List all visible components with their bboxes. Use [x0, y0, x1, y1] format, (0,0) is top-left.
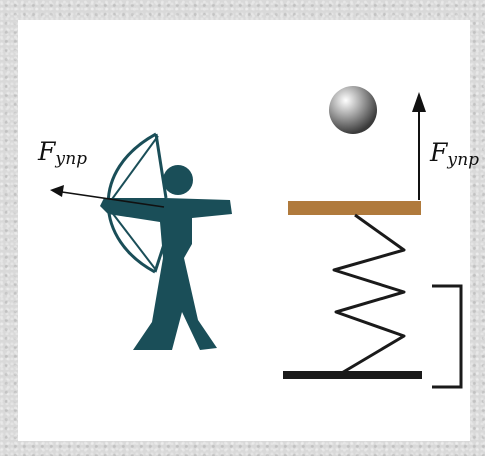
left-force-symbol: F	[38, 137, 55, 166]
left-force-subscript: упр	[55, 149, 87, 169]
spring-coil	[334, 215, 404, 374]
left-force-label: Fупр	[38, 139, 87, 164]
right-force-label: Fупр	[430, 140, 479, 165]
wooden-board	[288, 201, 421, 215]
right-force-arrow	[412, 92, 426, 200]
bow-string	[107, 136, 158, 206]
bow-tip-top	[156, 134, 166, 198]
right-force-subscript: упр	[447, 150, 479, 170]
base-plate	[283, 371, 422, 379]
compression-bracket	[432, 286, 461, 387]
ball	[329, 86, 377, 134]
archer-head	[163, 165, 193, 195]
archer-body	[100, 198, 232, 350]
right-force-symbol: F	[430, 138, 447, 167]
